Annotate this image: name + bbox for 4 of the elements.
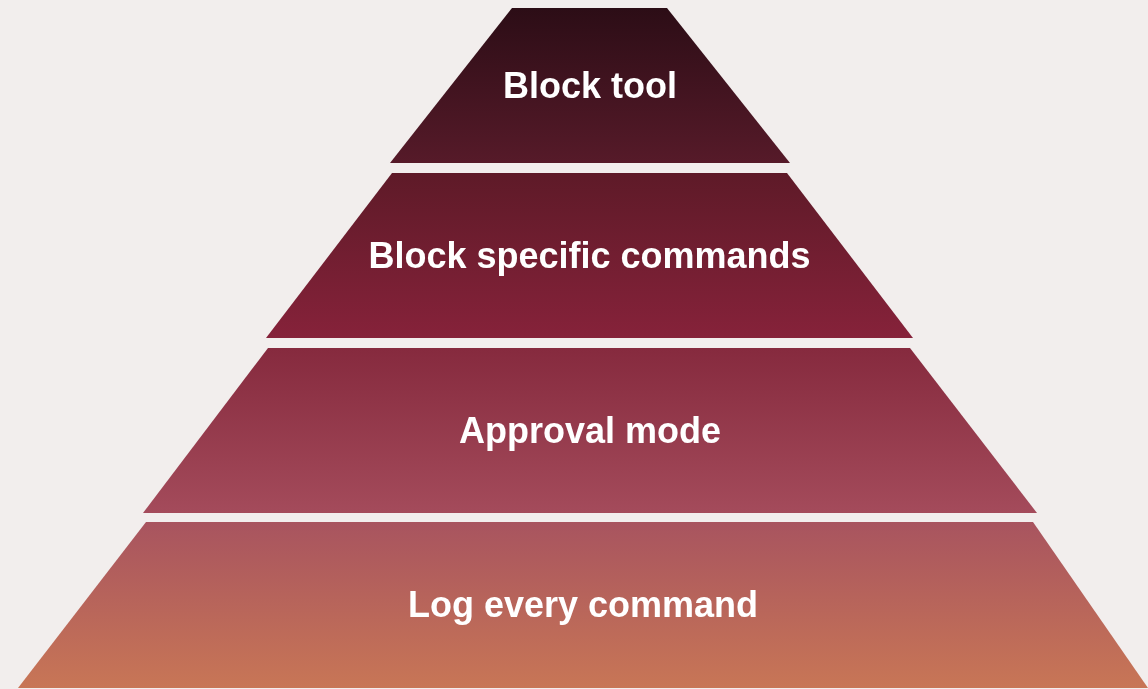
tier-label: Log every command: [407, 584, 759, 625]
tier-label: Block specific commands: [368, 234, 811, 276]
tier-label: Block tool: [503, 64, 677, 106]
tier-label: Approval mode: [458, 409, 721, 451]
